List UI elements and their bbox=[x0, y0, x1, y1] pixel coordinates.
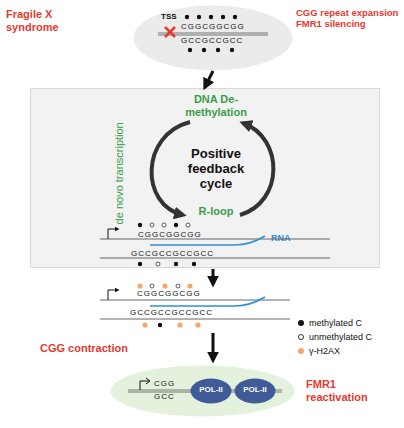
h2ax-mark bbox=[137, 283, 142, 288]
h2ax-mark bbox=[142, 322, 147, 327]
legend-swatch bbox=[298, 320, 304, 326]
node-text: CGG bbox=[154, 379, 175, 388]
h2ax-mark bbox=[177, 322, 182, 327]
reactivated-locus-ellipse: CGG GCC POL-IIPOL-II bbox=[110, 365, 295, 417]
h2ax-mark bbox=[187, 283, 192, 288]
tss-arrow bbox=[140, 378, 150, 390]
flow-arrow bbox=[212, 269, 215, 284]
unmethylated-mark bbox=[150, 284, 154, 288]
dna-strand bbox=[100, 319, 290, 320]
locus-ellipse: TSS CGGCGGCGG GCCGCCGCC bbox=[133, 5, 293, 71]
node-text: RNA bbox=[271, 233, 291, 243]
legend: methylated C unmethylated C γ-H2AX bbox=[298, 316, 372, 358]
node-text: Positive feedback cycle bbox=[176, 147, 256, 192]
node-text: DNA De-methylation bbox=[169, 93, 263, 118]
legend-text: unmethylated C bbox=[309, 332, 372, 342]
flow-arrow bbox=[212, 333, 215, 360]
legend-row: unmethylated C bbox=[298, 330, 372, 344]
annotation-label: GCCGCCGCCGCC bbox=[130, 308, 213, 317]
methylated-mark bbox=[158, 323, 162, 327]
ellipse-shape bbox=[235, 379, 276, 404]
node-text: GCCGCCGCCGCC bbox=[131, 249, 214, 258]
legend-text: γ-H2AX bbox=[309, 346, 340, 356]
node-text: GCC bbox=[154, 392, 175, 401]
dna-strand bbox=[100, 300, 290, 301]
node-text: R-loop bbox=[186, 205, 246, 218]
annotation-label: Fragile X syndrome bbox=[6, 8, 68, 33]
ellipse-shape bbox=[134, 6, 293, 71]
node-text: CGGCGGCGG bbox=[181, 22, 245, 31]
annotation-label: CGG contraction bbox=[40, 342, 170, 355]
legend-swatch bbox=[298, 348, 304, 354]
annotation-label: CGGCGGCGG bbox=[137, 289, 201, 298]
legend-row: methylated C bbox=[298, 316, 372, 330]
legend-swatch bbox=[298, 334, 304, 340]
legend-row: γ-H2AX bbox=[298, 344, 372, 358]
node-text: POL-II bbox=[234, 385, 276, 394]
unmethylated-mark bbox=[176, 284, 180, 288]
rna-strand bbox=[150, 297, 265, 306]
legend-text: methylated C bbox=[309, 318, 362, 328]
node-text: GCCGCCGCC bbox=[181, 36, 243, 45]
node-text: TSS bbox=[161, 12, 177, 21]
ellipse-shape bbox=[111, 366, 295, 417]
annotation-label: CGG repeat expansion FMR1 silencing bbox=[296, 8, 402, 30]
flow-arrow bbox=[205, 71, 213, 87]
annotation-label: FMR1 reactivation bbox=[306, 378, 386, 403]
node-text: de novo transcription bbox=[113, 113, 126, 233]
tss-arrow bbox=[108, 290, 118, 300]
h2ax-mark bbox=[195, 322, 200, 327]
polymerase-ellipse: POL-II bbox=[190, 378, 232, 404]
polymerase-ellipse: POL-II bbox=[234, 378, 276, 404]
node-text: CGGCGGCGG bbox=[138, 230, 202, 239]
h2ax-mark bbox=[162, 283, 167, 288]
node-text: POL-II bbox=[190, 385, 232, 394]
ellipse-shape bbox=[191, 379, 232, 404]
feedback-box: DNA De-methylation de novo transcription P… bbox=[30, 88, 380, 268]
